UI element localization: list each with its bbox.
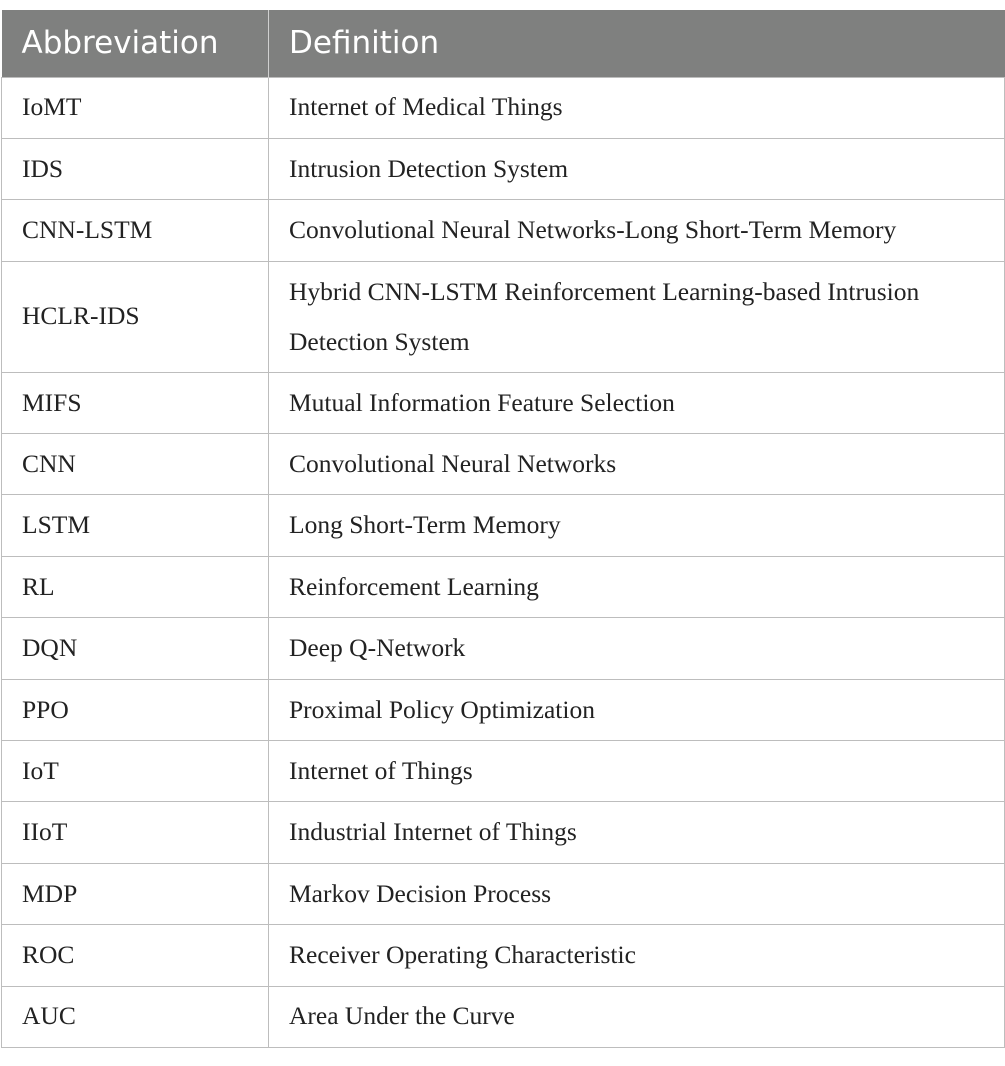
header-abbreviation: Abbreviation <box>1 10 269 77</box>
definition-cell: Mutual Information Feature Selection <box>268 371 1005 435</box>
definition-cell: Convolutional Neural Networks <box>268 433 1005 496</box>
abbreviation-cell: CNN-LSTM <box>1 199 269 262</box>
table-row: AUC Area Under the Curve <box>1 985 1005 1048</box>
table-row: DQN Deep Q-Network <box>1 617 1005 680</box>
definition-cell: Intrusion Detection System <box>268 137 1005 201</box>
definition-cell: Industrial Internet of Things <box>268 801 1005 864</box>
table-row: CNN-LSTM Convolutional Neural Networks-L… <box>1 199 1005 262</box>
table-row: CNN Convolutional Neural Networks <box>1 433 1005 496</box>
abbreviation-cell: IDS <box>1 137 269 201</box>
table-row: IoMT Internet of Medical Things <box>1 76 1005 139</box>
abbreviation-cell: LSTM <box>1 494 269 557</box>
abbreviation-cell: AUC <box>1 985 269 1048</box>
definition-cell: Internet of Things <box>268 740 1005 803</box>
abbreviation-cell: HCLR-IDS <box>1 260 269 373</box>
abbreviation-cell: MDP <box>1 862 269 926</box>
table-row: IoT Internet of Things <box>1 740 1005 803</box>
table-row: HCLR-IDS Hybrid CNN-LSTM Reinforcement L… <box>1 260 1005 373</box>
definition-cell: Long Short-Term Memory <box>268 494 1005 557</box>
table-row: IIoT Industrial Internet of Things <box>1 801 1005 864</box>
definition-cell: Hybrid CNN-LSTM Reinforcement Learning-b… <box>268 260 1005 373</box>
abbreviation-cell: MIFS <box>1 371 269 435</box>
table-row: PPO Proximal Policy Optimization <box>1 678 1005 742</box>
table-header-row: Abbreviation Definition <box>1 10 1005 77</box>
table-row: IDS Intrusion Detection System <box>1 137 1005 201</box>
abbreviation-cell: IoMT <box>1 76 269 139</box>
table-row: MDP Markov Decision Process <box>1 862 1005 926</box>
abbreviation-cell: IIoT <box>1 801 269 864</box>
abbreviation-cell: DQN <box>1 617 269 680</box>
abbreviation-cell: RL <box>1 555 269 619</box>
definition-cell: Reinforcement Learning <box>268 555 1005 619</box>
table-row: LSTM Long Short-Term Memory <box>1 494 1005 557</box>
abbreviation-table: Abbreviation Definition IoMT Internet of… <box>1 10 1005 1048</box>
definition-cell: Internet of Medical Things <box>268 76 1005 139</box>
abbreviation-cell: PPO <box>1 678 269 742</box>
definition-cell: Markov Decision Process <box>268 862 1005 926</box>
definition-cell: Area Under the Curve <box>268 985 1005 1048</box>
definition-cell: Receiver Operating Characteristic <box>268 924 1005 987</box>
abbreviation-cell: CNN <box>1 433 269 496</box>
abbreviation-cell: IoT <box>1 740 269 803</box>
definition-cell: Deep Q-Network <box>268 617 1005 680</box>
definition-cell: Convolutional Neural Networks-Long Short… <box>268 199 1005 262</box>
abbreviation-cell: ROC <box>1 924 269 987</box>
table-row: RL Reinforcement Learning <box>1 555 1005 619</box>
definition-cell: Proximal Policy Optimization <box>268 678 1005 742</box>
table-row: MIFS Mutual Information Feature Selectio… <box>1 371 1005 435</box>
header-definition: Definition <box>268 10 1005 77</box>
table-row: ROC Receiver Operating Characteristic <box>1 924 1005 987</box>
